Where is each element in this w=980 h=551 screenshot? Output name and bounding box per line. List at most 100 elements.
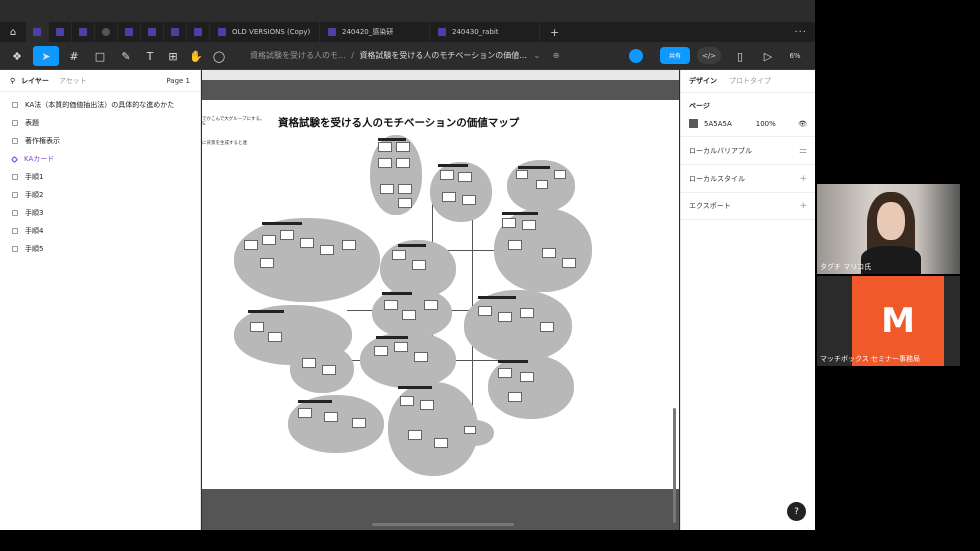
file-tab[interactable] — [187, 22, 210, 42]
home-button[interactable]: ⌂ — [0, 22, 26, 42]
ka-card[interactable] — [400, 396, 414, 406]
ka-card[interactable] — [392, 250, 406, 260]
ka-card[interactable] — [516, 170, 528, 179]
file-tab-240430[interactable]: 240430_rabit — [430, 22, 540, 42]
ka-card[interactable] — [378, 158, 392, 168]
tab-assets[interactable]: アセット — [58, 76, 87, 85]
plus-icon[interactable]: + — [799, 201, 807, 211]
ka-card[interactable] — [508, 392, 522, 402]
sliders-icon[interactable]: ⚌ — [798, 145, 807, 156]
local-styles-section[interactable]: ローカルスタイル+ — [681, 164, 815, 192]
ka-card[interactable] — [542, 248, 556, 258]
page-selector[interactable]: Page 1 — [166, 76, 190, 85]
ka-card[interactable] — [502, 218, 516, 228]
file-tab[interactable] — [95, 22, 118, 42]
library-button[interactable]: ▯ — [730, 46, 750, 66]
share-button[interactable]: 共有 — [660, 47, 690, 64]
ka-card[interactable] — [498, 368, 512, 378]
layer-row[interactable]: 手順3 — [0, 204, 200, 222]
color-swatch[interactable] — [689, 119, 698, 128]
ka-card[interactable] — [324, 412, 338, 422]
ka-group[interactable] — [288, 395, 384, 453]
ka-card[interactable] — [262, 235, 276, 245]
ka-card[interactable] — [498, 312, 512, 322]
layer-row[interactable]: 著作権表示 — [0, 132, 200, 150]
layer-row[interactable]: 表題 — [0, 114, 200, 132]
ka-card[interactable] — [440, 170, 454, 180]
bg-opacity-input[interactable]: 100% — [755, 119, 776, 128]
ka-card[interactable] — [434, 438, 448, 448]
present-button[interactable]: ▷ — [756, 46, 780, 66]
canvas[interactable]: でかこんで大グループにする。 S. に背景を生成すると連 資格試験を受ける人のモ… — [202, 70, 679, 530]
breadcrumb-current[interactable]: 資格試験を受ける人のモチベーションの価値... — [359, 51, 527, 60]
ka-card[interactable] — [522, 220, 536, 230]
ka-card[interactable] — [420, 400, 434, 410]
ka-card[interactable] — [378, 142, 392, 152]
export-section[interactable]: エクスポート+ — [681, 192, 815, 220]
ka-card[interactable] — [554, 170, 566, 179]
resources-button[interactable]: ⊞ — [163, 46, 183, 66]
ka-card[interactable] — [298, 408, 312, 418]
ka-card[interactable] — [280, 230, 294, 240]
ka-card[interactable] — [250, 322, 264, 332]
ka-card[interactable] — [540, 322, 554, 332]
tab-layers[interactable]: レイヤー — [21, 76, 49, 85]
vertical-scrollbar[interactable] — [673, 408, 676, 523]
ka-card[interactable] — [536, 180, 548, 189]
globe-icon[interactable]: ⊕ — [552, 51, 560, 60]
ka-card[interactable] — [374, 346, 388, 356]
ka-card[interactable] — [322, 365, 336, 375]
ka-card[interactable] — [462, 195, 476, 205]
chevron-down-icon[interactable]: ⌄ — [533, 51, 541, 60]
ka-card[interactable] — [562, 258, 576, 268]
value-map-frame[interactable]: でかこんで大グループにする。 S. に背景を生成すると連 資格試験を受ける人のモ… — [202, 100, 679, 489]
file-tab[interactable] — [118, 22, 141, 42]
eye-icon[interactable]: 👁 — [798, 119, 807, 128]
bg-hex-input[interactable]: 5A5A5A — [704, 119, 732, 128]
breadcrumb-parent[interactable]: 資格試験を受ける人のモ... — [250, 51, 346, 60]
move-tool-button[interactable]: ➤ — [33, 46, 59, 66]
more-menu-icon[interactable]: ··· — [794, 26, 807, 38]
ka-card[interactable] — [520, 372, 534, 382]
ka-card[interactable] — [352, 418, 366, 428]
ka-card[interactable] — [396, 158, 410, 168]
layer-row[interactable]: 手順2 — [0, 186, 200, 204]
text-tool-button[interactable]: T — [140, 46, 160, 66]
ka-card[interactable] — [508, 240, 522, 250]
ka-card[interactable] — [302, 358, 316, 368]
file-tab-old-versions[interactable]: OLD VERSIONS (Copy) — [210, 22, 320, 42]
ka-group[interactable] — [488, 355, 574, 419]
tab-prototype[interactable]: プロトタイプ — [729, 77, 771, 85]
file-tab[interactable] — [26, 22, 49, 42]
ka-group[interactable] — [464, 290, 572, 362]
ka-card[interactable] — [414, 352, 428, 362]
tab-design[interactable]: デザイン — [689, 77, 717, 85]
ka-card[interactable] — [320, 245, 334, 255]
hand-tool-button[interactable]: ✋ — [186, 46, 206, 66]
help-button[interactable]: ? — [787, 502, 806, 521]
ka-card[interactable] — [394, 342, 408, 352]
layer-row[interactable]: KA法（本質的価値抽出法）の具体的な進めかた — [0, 96, 200, 114]
ka-card[interactable] — [384, 300, 398, 310]
avatar[interactable] — [629, 49, 643, 63]
ka-card[interactable] — [244, 240, 258, 250]
comment-tool-button[interactable]: ◯ — [209, 46, 229, 66]
file-tab[interactable] — [164, 22, 187, 42]
ka-group[interactable] — [360, 332, 456, 388]
file-tab[interactable] — [72, 22, 95, 42]
ka-card[interactable] — [398, 198, 412, 208]
dev-mode-toggle[interactable]: </> — [697, 47, 721, 64]
local-variables-section[interactable]: ローカルバリアブル⚌ — [681, 136, 815, 164]
file-tab-240420[interactable]: 240420_感染研 — [320, 22, 430, 42]
file-tab[interactable] — [141, 22, 164, 42]
ka-card[interactable] — [342, 240, 356, 250]
ka-card[interactable] — [478, 306, 492, 316]
file-tab[interactable] — [49, 22, 72, 42]
layer-row[interactable]: 手順5 — [0, 240, 200, 258]
ka-card[interactable] — [396, 142, 410, 152]
search-icon[interactable]: ⚲ — [10, 76, 16, 85]
ka-card[interactable] — [464, 426, 476, 434]
layer-row[interactable]: KAカード — [0, 150, 200, 168]
ka-card[interactable] — [458, 172, 472, 182]
layer-row[interactable]: 手順4 — [0, 222, 200, 240]
